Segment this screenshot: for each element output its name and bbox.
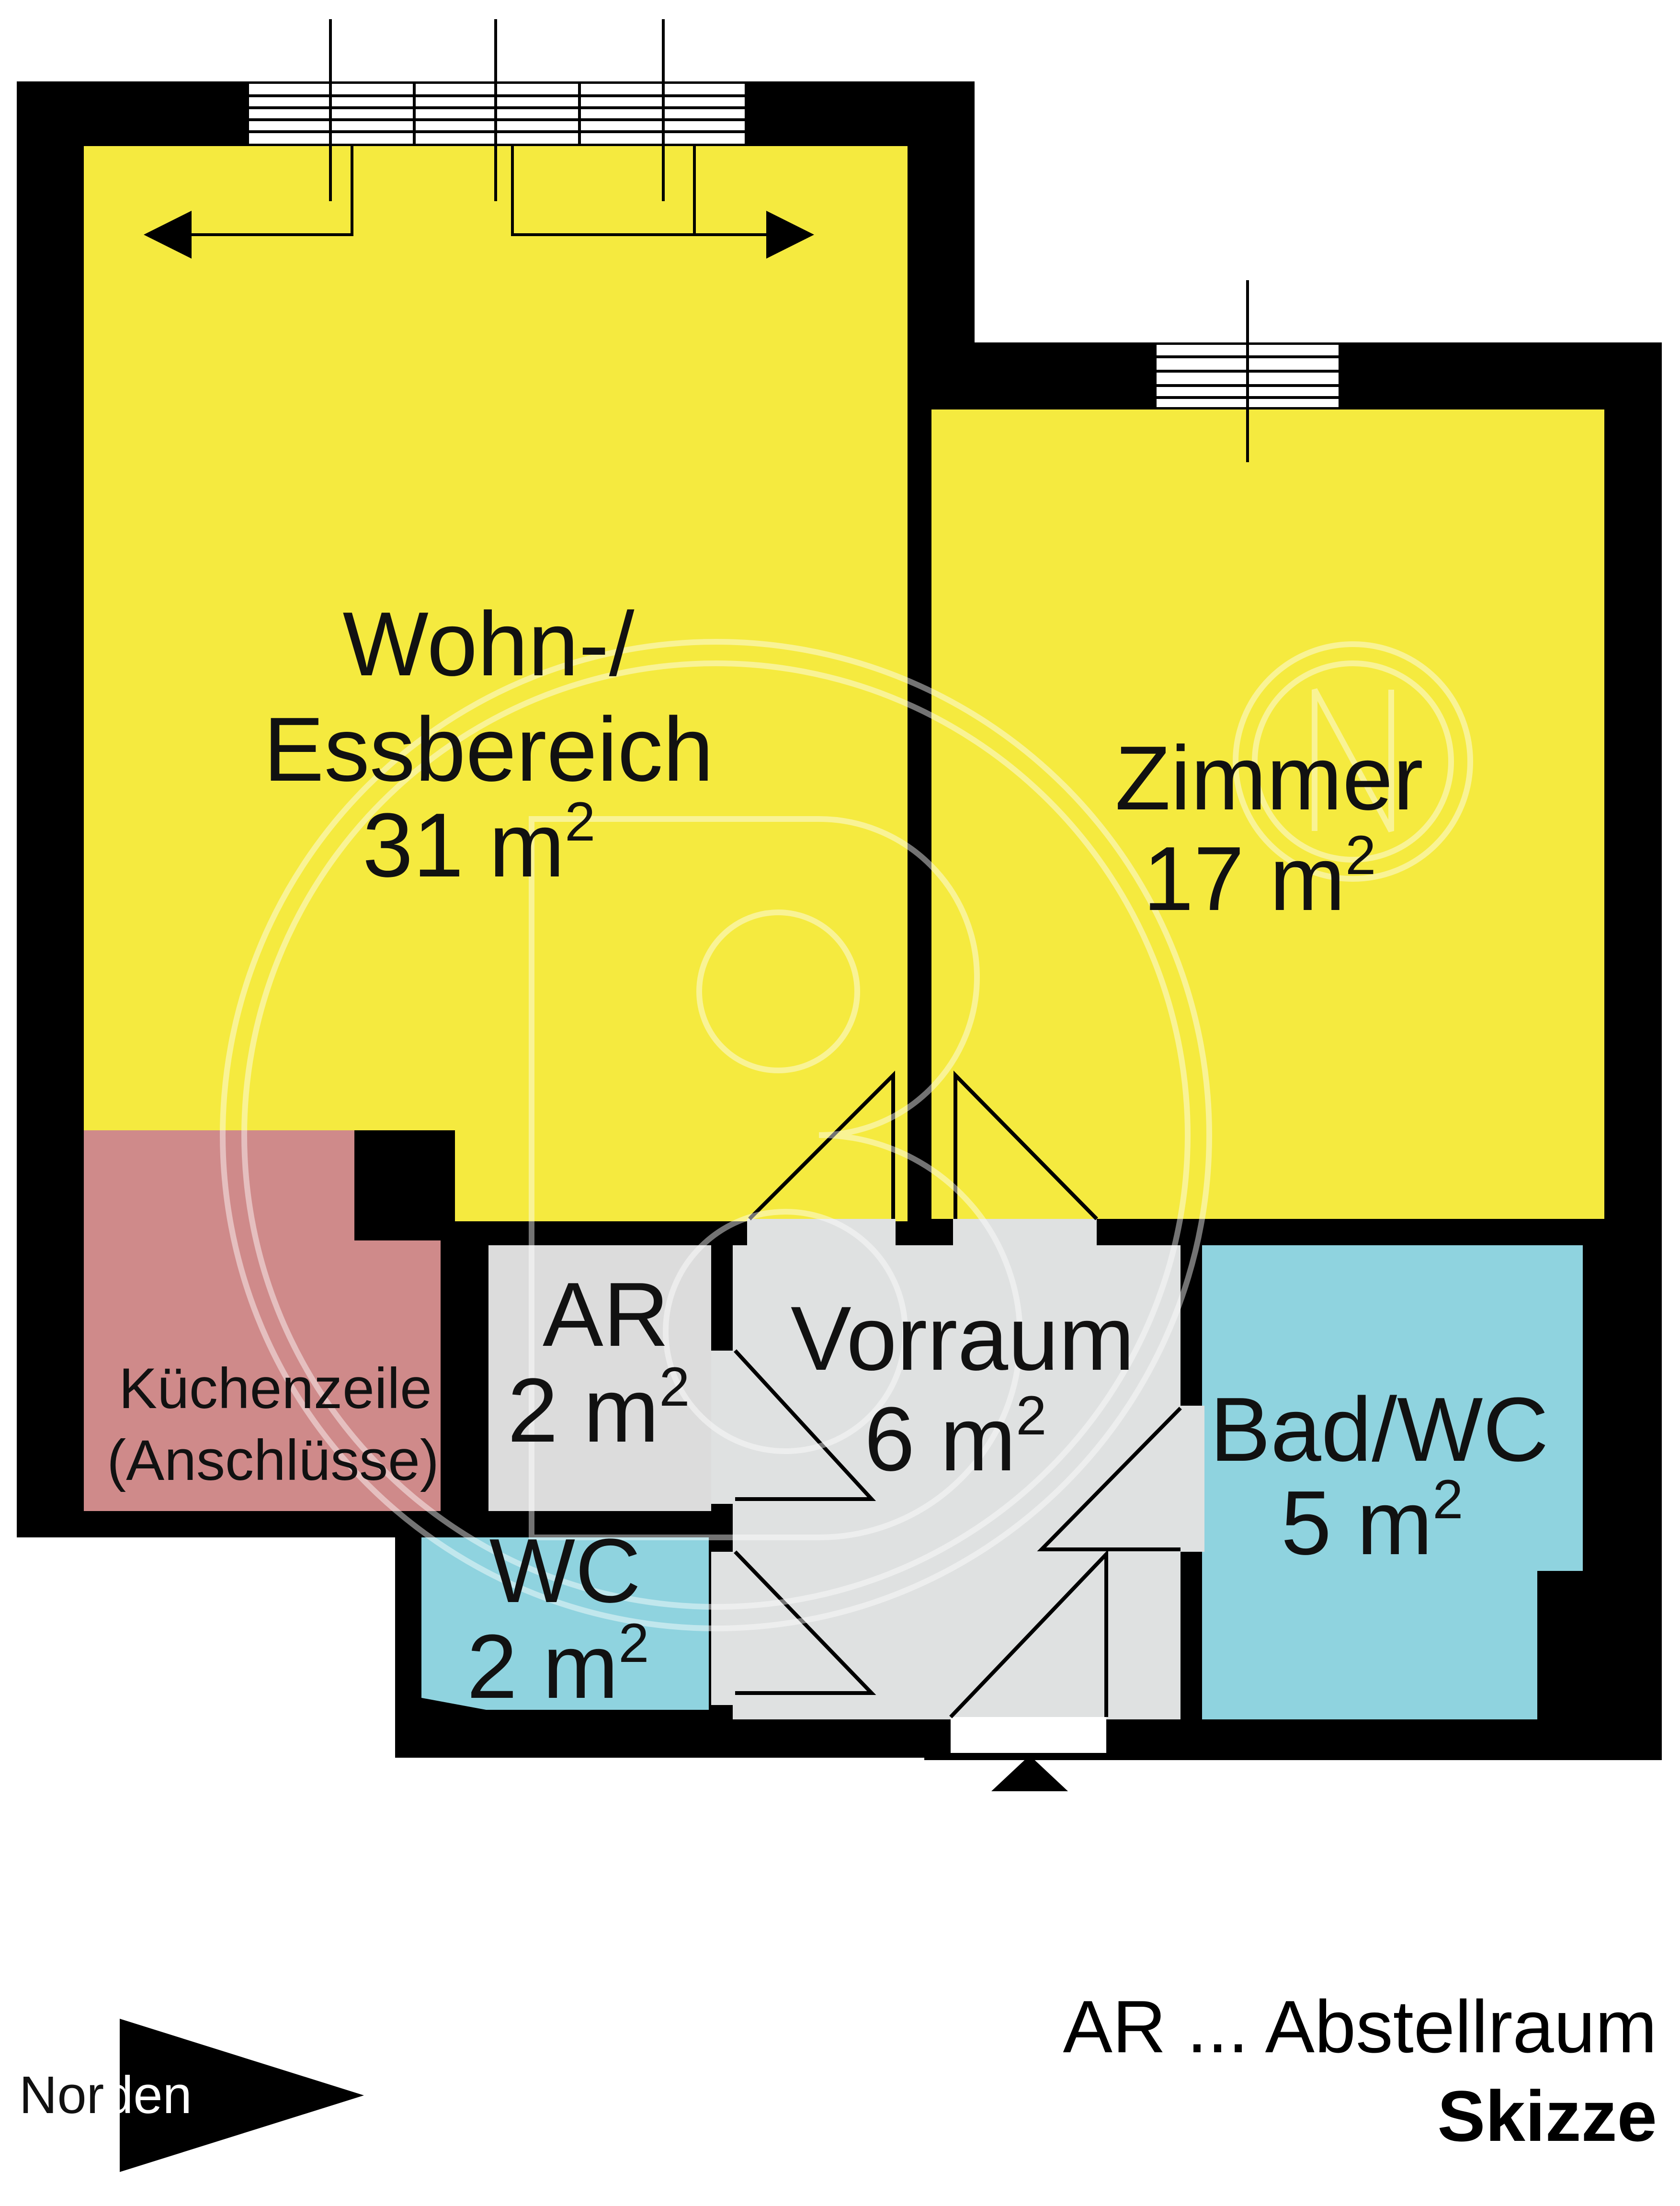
label-kueche-line2: (Anschlüsse) [107,1428,439,1492]
entrance-arrow-icon [991,1755,1068,1791]
label-wc: WC [489,1520,641,1622]
label-wohn-area: 31 m2 [363,791,595,896]
room-abstellraum [488,1245,711,1511]
room-wc [421,1537,709,1710]
room-labels: Wohn-/ Essbereich 31 m2 Zimmer 17 m2 Küc… [107,593,1548,1717]
north-label: Norden [19,2066,192,2125]
label-bad: Bad/WC [1210,1379,1548,1480]
label-wohn-line1: Wohn-/ [343,593,635,695]
doors [711,1070,1204,1753]
label-wohn-line2: Essbereich [263,699,714,800]
legend-type: Skizze [1437,2076,1657,2156]
shaft-blocks [354,1130,1585,1719]
label-vorraum-area: 6 m2 [864,1385,1047,1490]
label-vorraum: Vorraum [791,1288,1135,1389]
label-wc-area: 2 m2 [467,1613,649,1717]
label-zimmer: Zimmer [1115,728,1423,829]
label-ar: AR [543,1264,669,1365]
label-bad-area: 5 m2 [1281,1469,1464,1574]
room-wohn-essbereich [84,146,908,1221]
label-ar-area: 2 m2 [508,1356,690,1461]
legend-abbreviation: AR ... Abstellraum [1063,1985,1657,2068]
room-wohn-essbereich-lower [455,1217,908,1221]
window-zimmer [1157,280,1339,462]
room-bad-wc [1202,1245,1583,1719]
north-arrow-icon [120,2019,364,2172]
logo-watermark-icon [220,639,1473,1631]
window-wohn [144,19,814,259]
label-kueche-line1: Küchenzeile [119,1356,432,1421]
room-zimmer [931,409,1604,1219]
label-zimmer-area: 17 m2 [1143,825,1376,930]
